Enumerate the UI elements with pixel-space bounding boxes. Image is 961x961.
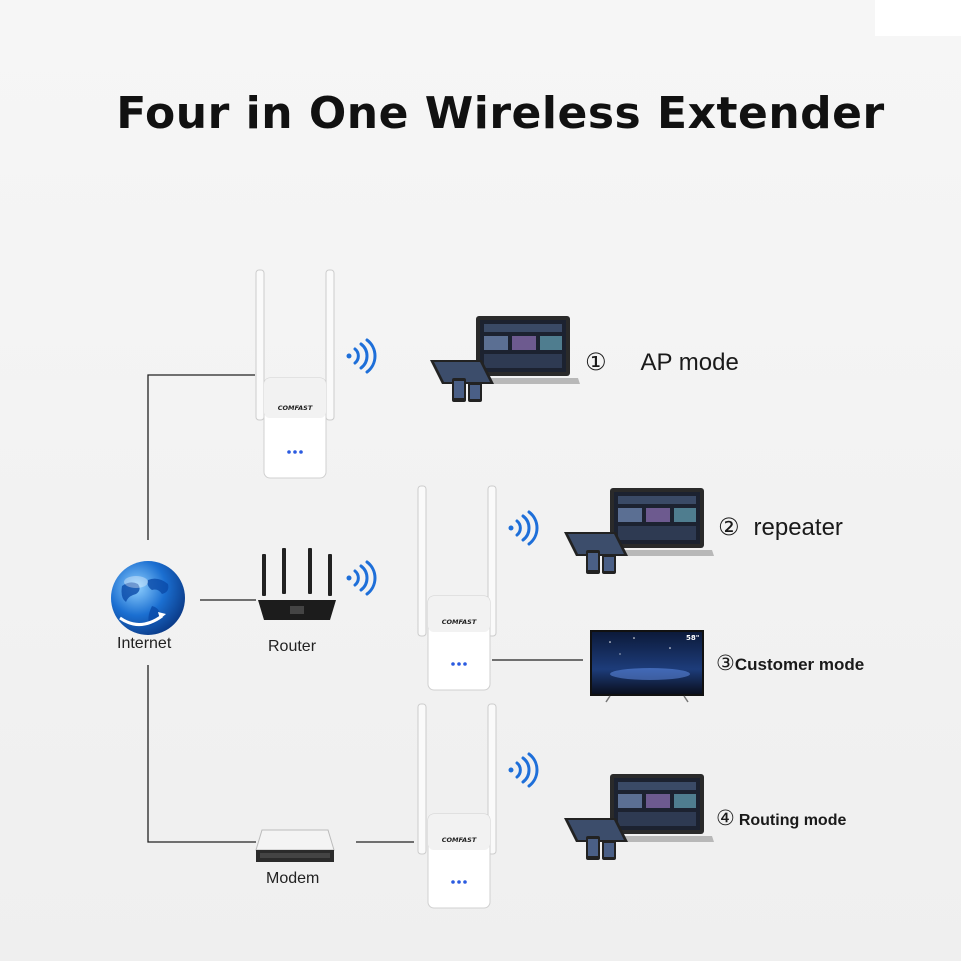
extender-routing-device: COMFAST: [417, 703, 497, 909]
mode-name: Routing mode: [738, 812, 847, 829]
mode-label-repeater: ② repeater: [718, 513, 843, 542]
mode-label-ap: ① AP mode: [585, 348, 739, 377]
mode-number: ④: [716, 806, 735, 830]
mode-number: ②: [718, 513, 740, 541]
modem-label: Modem: [266, 870, 320, 887]
router-label: Router: [268, 638, 317, 655]
client-devices-icon: [564, 488, 714, 574]
globe-icon: [111, 561, 185, 635]
internet-label: Internet: [117, 635, 172, 652]
brand-text: COMFAST: [278, 404, 313, 412]
mode-label-customer: ③Customer mode: [716, 651, 864, 675]
extender-repeater-device: COMFAST: [417, 485, 497, 691]
wifi-signal-icon: [346, 338, 377, 374]
extender-ap-device: COMFAST: [255, 269, 335, 479]
mode-name: AP mode: [640, 349, 739, 376]
mode-number: ①: [585, 348, 607, 376]
corner-patch: [875, 0, 961, 36]
mode-name: repeater: [753, 514, 843, 541]
mode-number: ③: [716, 651, 735, 675]
brand-text: COMFAST: [442, 618, 477, 626]
tv-size-badge: 58": [686, 634, 699, 642]
mode-name: Customer mode: [734, 655, 865, 674]
wifi-signal-icon: [508, 510, 539, 546]
line-internet-to-modem: [147, 665, 256, 843]
tv-icon: 58": [590, 630, 704, 703]
wifi-signal-icon: [346, 560, 377, 596]
diagram-title: Four in One Wireless Extender: [116, 88, 885, 139]
router-icon: [258, 548, 336, 620]
client-devices-icon: [430, 316, 580, 402]
modem-icon: [255, 829, 335, 862]
brand-text: COMFAST: [442, 836, 477, 844]
client-devices-icon: [564, 774, 714, 860]
wifi-signal-icon: [508, 752, 539, 788]
line-internet-to-ap: [147, 374, 255, 540]
